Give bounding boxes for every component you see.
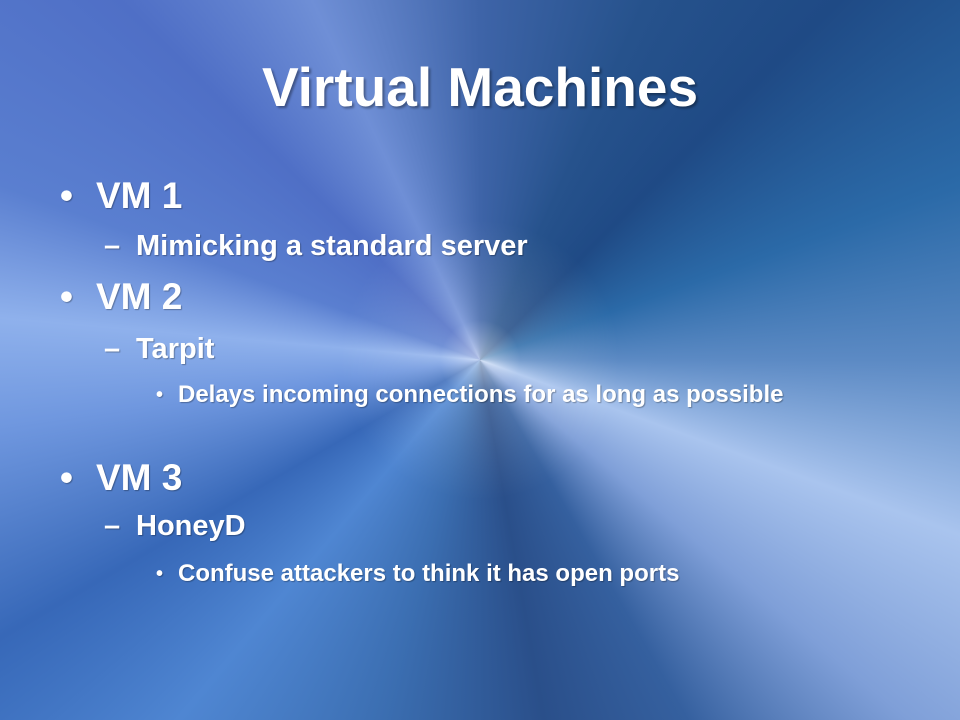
bullet-text: VM 3 — [96, 457, 183, 498]
bullet-marker: • — [156, 384, 164, 406]
bullet-item-level2: – Mimicking a standard server — [104, 228, 528, 264]
bullet-text: Confuse attackers to think it has open p… — [178, 560, 680, 587]
dash-marker: – — [104, 230, 121, 262]
bullet-text: VM 2 — [96, 276, 183, 317]
bullet-item-level1: • VM 1 — [60, 174, 183, 218]
bullet-item-level3: • Confuse attackers to think it has open… — [156, 559, 680, 589]
bullet-marker: • — [156, 563, 164, 585]
bullet-text: HoneyD — [136, 510, 246, 542]
bullet-item-level2: – HoneyD — [104, 508, 246, 544]
bullet-item-level1: • VM 2 — [60, 275, 183, 319]
dash-marker: – — [104, 510, 121, 542]
slide-title: Virtual Machines — [261, 56, 699, 118]
bullet-item-level2: – Tarpit — [104, 331, 215, 367]
bullet-text: Delays incoming connections for as long … — [178, 381, 784, 408]
bullet-marker: • — [60, 175, 73, 216]
bullet-text: VM 1 — [96, 175, 183, 216]
bullet-text: Mimicking a standard server — [136, 230, 528, 262]
bullet-item-level1: • VM 3 — [60, 456, 183, 500]
dash-marker: – — [104, 333, 121, 365]
bullet-item-level3: • Delays incoming connections for as lon… — [156, 380, 868, 410]
bullet-text: Tarpit — [136, 333, 215, 365]
bullet-marker: • — [60, 276, 73, 317]
bullet-marker: • — [60, 457, 73, 498]
